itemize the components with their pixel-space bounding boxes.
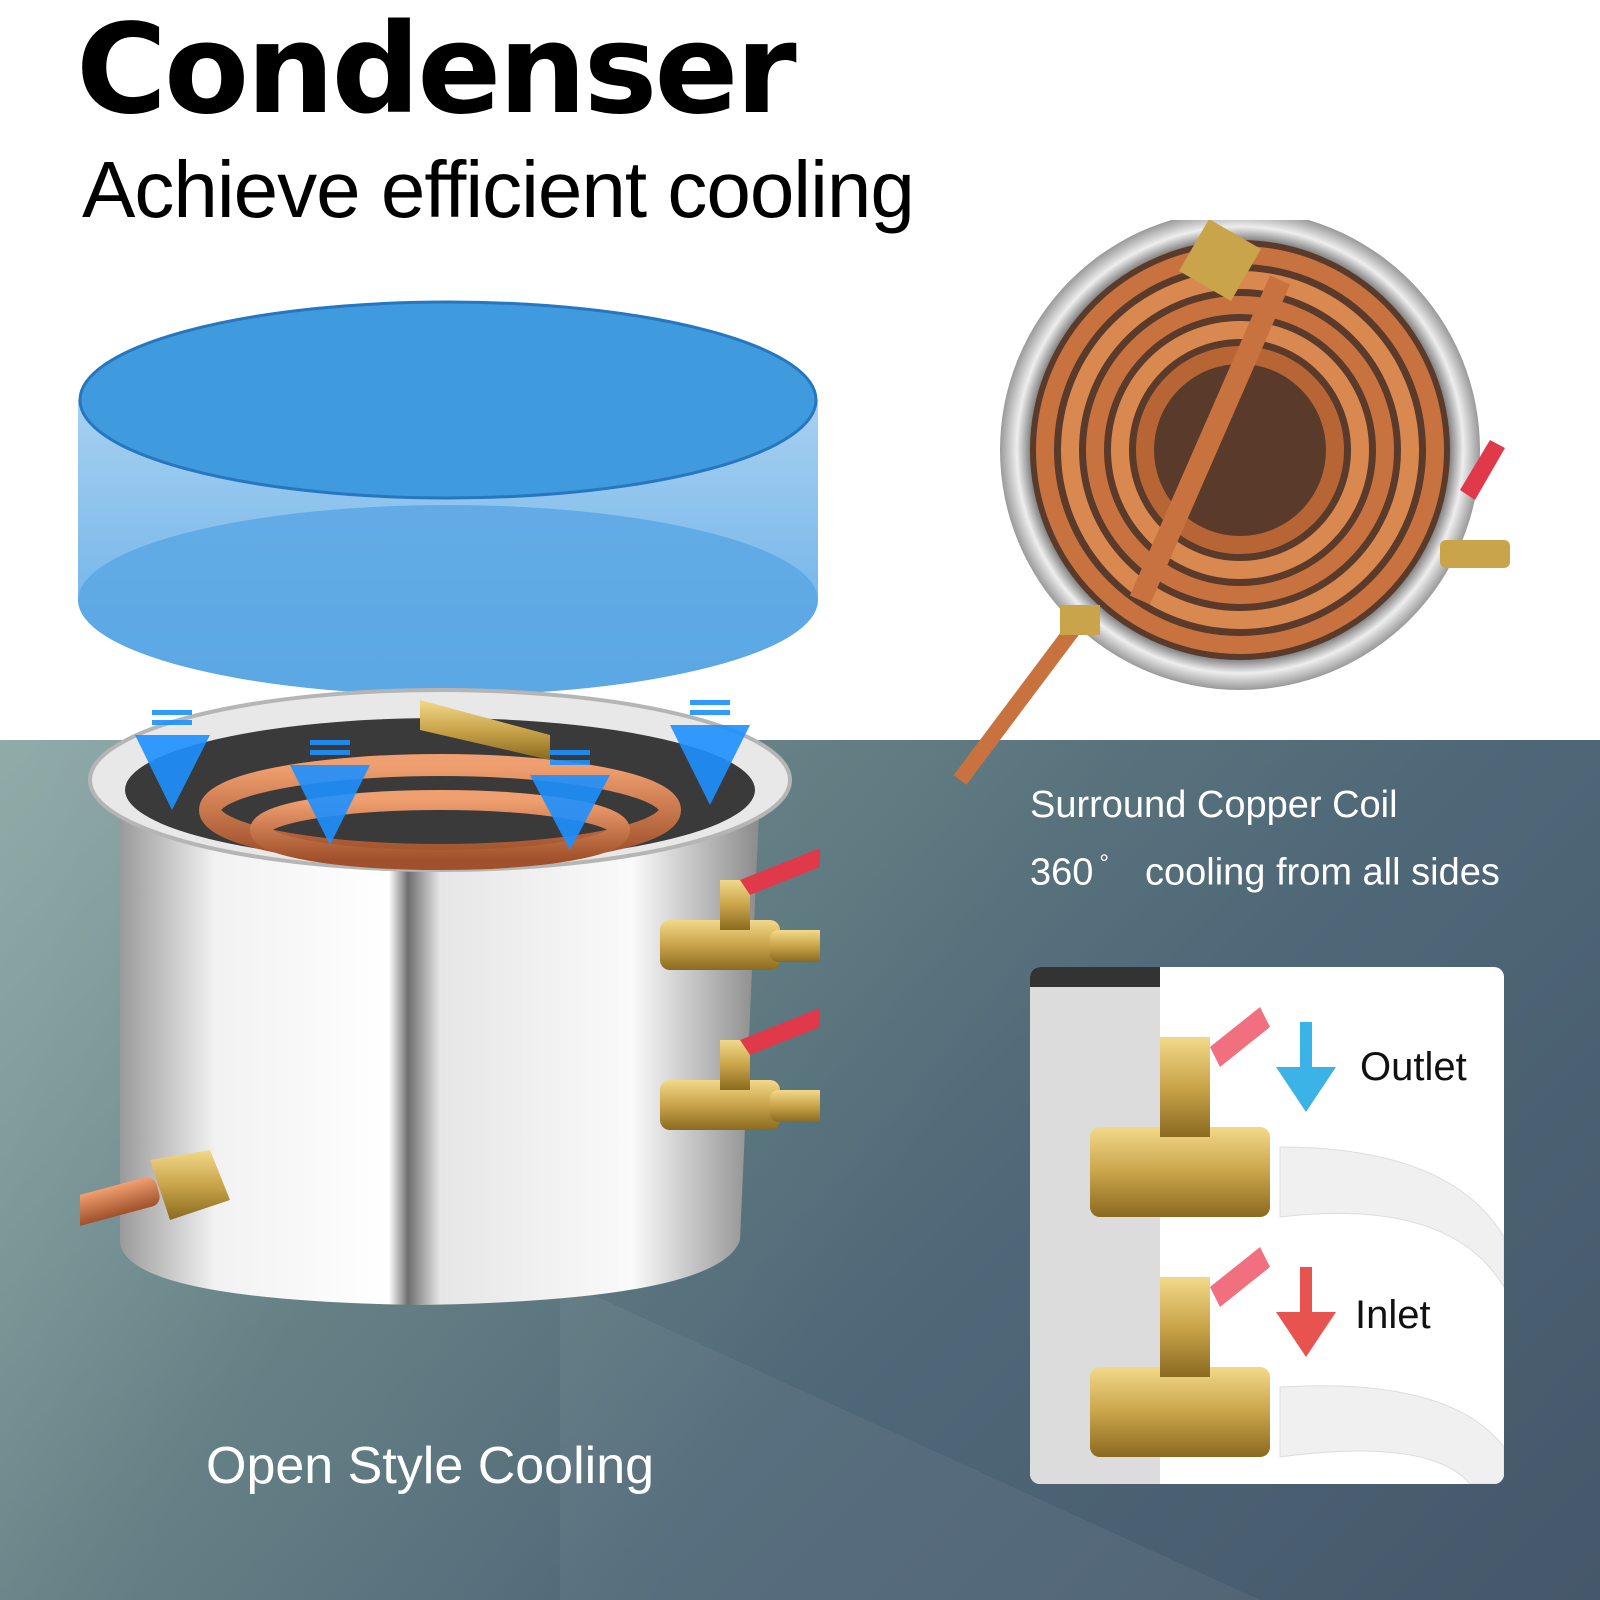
condenser-pot-illustration bbox=[80, 688, 820, 1305]
water-cylinder-illustration bbox=[78, 300, 818, 695]
coil-degree-symbol: ° bbox=[1099, 850, 1110, 877]
outlet-label: Outlet bbox=[1360, 1045, 1467, 1089]
outlet-arrow-icon bbox=[1276, 1022, 1336, 1112]
coil-caption-line2: 360° cooling from all sides bbox=[1030, 852, 1500, 892]
coil-degree-number: 360 bbox=[1030, 851, 1094, 894]
inlet-arrow-icon bbox=[1276, 1267, 1336, 1357]
coil-caption-line1: Surround Copper Coil bbox=[1030, 784, 1398, 826]
valve-inset-panel: Outlet Inlet bbox=[1030, 967, 1504, 1484]
page-title: Condenser bbox=[76, 0, 797, 142]
coil-degree-text: cooling from all sides bbox=[1145, 851, 1500, 894]
page-subtitle: Achieve efficient cooling bbox=[82, 145, 915, 234]
inlet-label: Inlet bbox=[1355, 1293, 1431, 1337]
open-style-caption: Open Style Cooling bbox=[206, 1437, 655, 1495]
valve-inset-illustration bbox=[1030, 967, 1504, 1484]
copper-coil-top-view bbox=[953, 220, 1510, 785]
